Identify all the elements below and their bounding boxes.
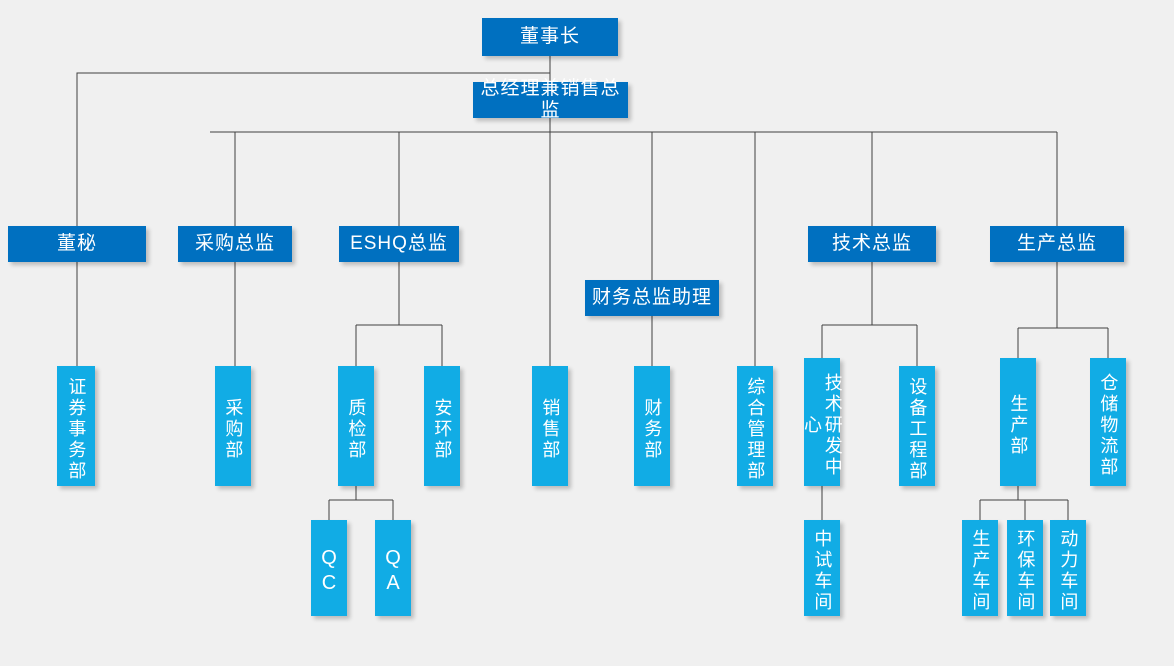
node-warehouse-logistics-department[interactable]: 仓储物流部 [1090,358,1126,486]
node-equipment-engineering-department[interactable]: 设备工程部 [899,366,935,486]
node-sales-department[interactable]: 销售部 [532,366,568,486]
node-equipment-engineering-department-label: 设备工程部 [907,376,928,482]
node-production-workshop[interactable]: 生产车间 [962,520,998,616]
node-production-department-label: 生产部 [1008,393,1029,457]
node-letter: Q [321,547,337,569]
node-letter: Q [385,547,401,569]
node-finance-assistant-label: 财务总监助理 [591,287,712,309]
node-finance-assistant[interactable]: 财务总监助理 [585,280,719,316]
node-power-workshop[interactable]: 动力车间 [1050,520,1086,616]
node-safety-environment-department[interactable]: 安环部 [424,366,460,486]
node-technical-director-label: 技术总监 [831,233,912,255]
node-administration-department-label: 综合管理部 [745,376,766,482]
node-finance-department-label: 财务部 [642,397,663,461]
node-purchasing-department[interactable]: 采购部 [215,366,251,486]
node-sales-department-label: 销售部 [540,397,561,461]
node-pilot-workshop[interactable]: 中试车间 [804,520,840,616]
node-securities-department[interactable]: 证券事务部 [57,366,95,486]
node-purchasing-department-label: 采购部 [223,397,244,461]
node-quality-inspection-department[interactable]: 质检部 [338,366,374,486]
node-chairman[interactable]: 董事长 [482,18,618,56]
node-eshq-director-label: ESHQ总监 [350,233,448,255]
node-purchasing-director-label: 采购总监 [194,233,275,255]
node-letter: C [321,572,337,594]
node-purchasing-director[interactable]: 采购总监 [178,226,292,262]
node-technical-director[interactable]: 技术总监 [808,226,936,262]
node-power-workshop-label: 动力车间 [1058,529,1079,613]
node-production-director-label: 生产总监 [1016,233,1097,255]
node-administration-department[interactable]: 综合管理部 [737,366,773,486]
node-board-secretary[interactable]: 董秘 [8,226,146,262]
node-general-manager[interactable]: 总经理兼销售总监 [473,78,628,121]
node-quality-inspection-department-label: 质检部 [346,397,367,461]
node-rnd-center-label: 技术研发中心 [802,372,843,478]
node-production-director[interactable]: 生产总监 [990,226,1124,262]
node-finance-department[interactable]: 财务部 [634,366,670,486]
node-pilot-workshop-label: 中试车间 [812,529,833,613]
node-securities-department-label: 证券事务部 [66,376,87,482]
node-safety-environment-department-label: 安环部 [432,397,453,461]
node-letter: A [386,572,400,594]
node-eshq-director[interactable]: ESHQ总监 [339,226,459,262]
node-general-manager-label: 总经理兼销售总监 [480,78,621,121]
node-board-secretary-label: 董秘 [56,233,97,255]
node-chairman-label: 董事长 [519,26,580,48]
node-environmental-workshop-label: 环保车间 [1015,529,1036,613]
node-warehouse-logistics-department-label: 仓储物流部 [1098,372,1119,478]
node-environmental-workshop[interactable]: 环保车间 [1007,520,1043,616]
node-production-department[interactable]: 生产部 [1000,358,1036,486]
node-rnd-center[interactable]: 技术研发中心 [802,358,843,486]
node-production-workshop-label: 生产车间 [970,529,991,613]
